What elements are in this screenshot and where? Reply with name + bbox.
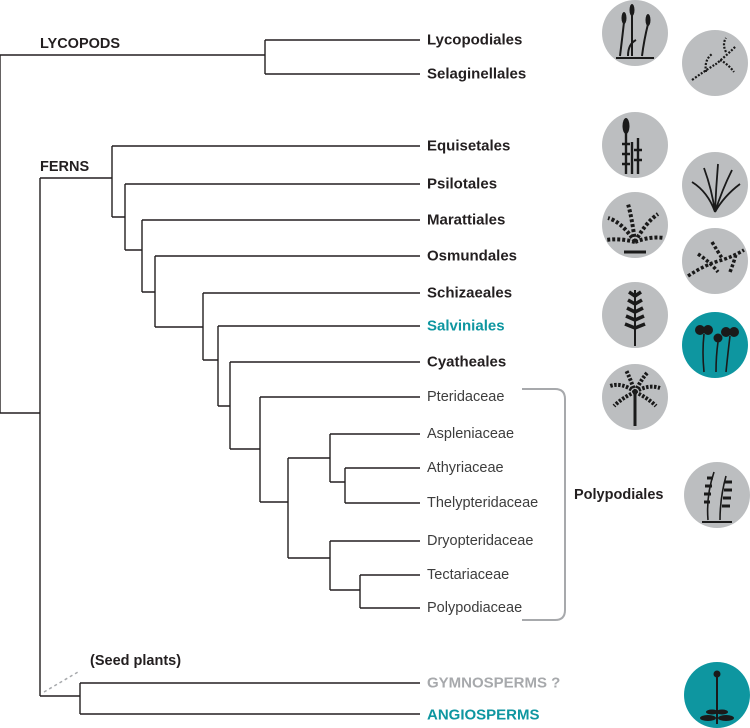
selaginella-illustration: [682, 30, 748, 96]
dryop-node: [329, 540, 420, 591]
taxon-aspleniaceae: Aspleniaceae: [427, 425, 515, 442]
marattia-illustration: [602, 192, 668, 258]
taxon-cyatheales: Cyatheales: [427, 353, 507, 371]
schizaea-illustration: [602, 282, 668, 348]
athyr-node: [344, 467, 420, 504]
taxon-polypodiaceae: Polypodiaceae: [427, 599, 523, 616]
taxon-salviniales: Salviniales: [427, 317, 505, 335]
taxon-osmundales: Osmundales: [427, 247, 518, 265]
group-label-lycopods: LYCOPODS: [40, 35, 121, 52]
taxon-angiosperms: ANGIOSPERMS: [427, 706, 540, 724]
salviniales-node: [217, 325, 420, 407]
equisetum-illustration: [602, 112, 668, 178]
psilotales-node: [124, 183, 420, 251]
taxon-marattiales: Marattiales: [427, 211, 506, 229]
taxon-dryopteridaceae: Dryopteridaceae: [427, 532, 534, 549]
taxon-schizaeales: Schizaeales: [427, 284, 513, 302]
taxon-selaginellales: Selaginellales: [427, 65, 527, 83]
polypodium-illustration: [684, 462, 750, 528]
tectar-node: [359, 574, 420, 609]
taxon-pteridaceae: Pteridaceae: [427, 388, 505, 405]
polypod-split-node: [287, 457, 330, 559]
taxon-thelypteridaceae: Thelypteridaceae: [427, 494, 539, 511]
taxon-psilotales: Psilotales: [427, 175, 498, 193]
group-label-ferns: FERNS: [40, 158, 90, 175]
taxon-gymnosperms: GYMNOSPERMS ?: [427, 674, 561, 692]
asplen-node: [329, 433, 420, 483]
polypodiales-bracket: [522, 388, 566, 621]
lycopodium-illustration: [602, 0, 668, 66]
root-branch: [0, 54, 265, 414]
group-label-seed-plants: (Seed plants): [90, 652, 182, 669]
schizaeales-node: [202, 292, 420, 361]
seed-plants-node: [40, 682, 420, 715]
tree-fern-illustration: [602, 364, 668, 430]
angiosperm-illustration: [684, 662, 750, 728]
lycopods-clade: [264, 39, 420, 75]
psilotum-illustration: [682, 152, 748, 218]
cyatheales-node: [229, 361, 420, 450]
marattiales-node: [141, 219, 420, 293]
taxon-tectariaceae: Tectariaceae: [427, 566, 510, 583]
taxon-equisetales: Equisetales: [427, 137, 511, 155]
taxon-lycopodiales: Lycopodiales: [427, 31, 523, 49]
pteridaceae-node: [259, 396, 420, 503]
osmundales-node: [154, 255, 420, 328]
seed-plants-dashed-pointer: [43, 671, 79, 693]
group-label-polypodiales: Polypodiales: [574, 486, 664, 503]
ferns-seed-split: [39, 177, 112, 696]
equisetales-node: [111, 145, 420, 218]
osmunda-illustration: [682, 228, 748, 294]
taxon-athyriaceae: Athyriaceae: [427, 459, 504, 476]
salvinia-illustration: [682, 312, 748, 378]
